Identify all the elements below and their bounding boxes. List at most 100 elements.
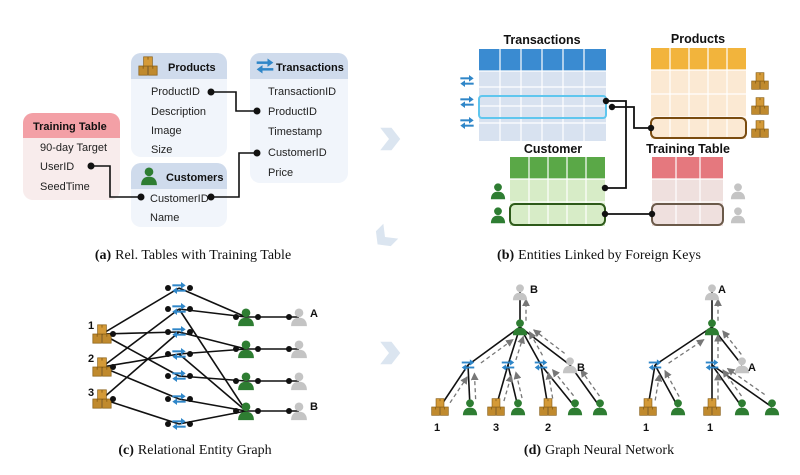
grid-customer: Customer bbox=[490, 142, 606, 226]
message-arrow bbox=[528, 331, 544, 356]
graph-edge-dot bbox=[255, 314, 261, 320]
user-icon bbox=[490, 207, 506, 224]
tree-leaf-label: A bbox=[748, 362, 756, 374]
graph-edge bbox=[101, 398, 180, 425]
tree-root-label: B bbox=[530, 284, 538, 296]
chevron-down-left-icon bbox=[370, 223, 399, 252]
graph-edge-dot bbox=[233, 378, 239, 384]
box-stack-icon bbox=[92, 324, 112, 344]
graph-edge-dot bbox=[165, 329, 171, 335]
exchange-arrows-icon bbox=[459, 73, 475, 89]
schema-field: Price bbox=[268, 167, 293, 179]
graph-edge-dot bbox=[187, 351, 193, 357]
schema-field: Size bbox=[151, 144, 172, 156]
box-stack-icon bbox=[751, 120, 769, 138]
graph-edge-dot bbox=[187, 421, 193, 427]
schema-transactions-title: Transactions bbox=[276, 62, 344, 74]
graph-edge-dot bbox=[187, 306, 193, 312]
user-icon bbox=[462, 399, 478, 416]
schema-field: CustomerID bbox=[268, 147, 327, 159]
panel-a: Products ProductID Description Image Siz… bbox=[23, 53, 348, 227]
graph-edge-dot bbox=[165, 285, 171, 291]
message-arrow bbox=[722, 369, 743, 397]
exchange-arrows-icon bbox=[459, 94, 475, 110]
graph-edge-dot bbox=[286, 314, 292, 320]
message-arrow bbox=[545, 371, 554, 399]
grid-products: Products bbox=[650, 32, 769, 139]
message-arrow bbox=[551, 369, 575, 397]
graph-edge-dot bbox=[110, 331, 116, 337]
schema-field: TransactionID bbox=[268, 86, 336, 98]
message-arrow bbox=[654, 373, 663, 401]
graph-edge-dot bbox=[233, 314, 239, 320]
graph-nodes bbox=[92, 281, 307, 431]
message-arrow bbox=[470, 372, 479, 400]
graph-edge bbox=[467, 326, 521, 366]
graph-edge-dot bbox=[165, 373, 171, 379]
user-icon bbox=[764, 399, 780, 416]
exchange-arrows-icon bbox=[459, 115, 475, 131]
box-stack-icon bbox=[487, 398, 505, 416]
graph-edge bbox=[519, 326, 571, 366]
graph-edge-dot bbox=[165, 306, 171, 312]
schema-field: Image bbox=[151, 125, 182, 137]
tree-leaf-label: 1 bbox=[643, 422, 649, 434]
graph-edge-dot bbox=[286, 408, 292, 414]
message-arrow bbox=[722, 330, 742, 355]
schema-field: Timestamp bbox=[268, 126, 322, 138]
tree-leaf-label: 2 bbox=[545, 422, 551, 434]
graph-edge-dot bbox=[187, 329, 193, 335]
graph-edge-dot bbox=[233, 408, 239, 414]
caption-c: (c)Relational Entity Graph bbox=[118, 443, 271, 458]
graph-edge bbox=[101, 366, 180, 400]
graph-edge-dot bbox=[110, 364, 116, 370]
entity-link-dots bbox=[601, 97, 656, 218]
user-icon bbox=[730, 183, 746, 200]
grid-products-title: Products bbox=[671, 32, 725, 46]
schema-transactions-table: Transactions TransactionID ProductID Tim… bbox=[250, 53, 348, 183]
box-stack-icon bbox=[751, 72, 769, 90]
user-icon bbox=[490, 183, 506, 200]
graph-edge bbox=[101, 333, 180, 377]
chevron-right-icon bbox=[380, 341, 401, 365]
grid-transactions: Transactions bbox=[459, 33, 607, 141]
grid-customer-title: Customer bbox=[524, 142, 582, 156]
user-icon bbox=[670, 399, 686, 416]
graph-edge bbox=[101, 331, 180, 400]
target-label: B bbox=[310, 401, 318, 413]
entity-links bbox=[605, 100, 652, 215]
graph-edge-dot bbox=[187, 285, 193, 291]
grid-training: Training Table bbox=[646, 142, 746, 226]
product-label: 1 bbox=[88, 320, 94, 332]
graph-edge-dot bbox=[110, 396, 116, 402]
user-icon bbox=[592, 399, 608, 416]
product-label: 2 bbox=[88, 353, 94, 365]
panel-c: 1 2 3 A B bbox=[88, 281, 318, 431]
box-stack-icon bbox=[539, 398, 557, 416]
message-arrow bbox=[513, 371, 523, 399]
graph-edge-dot bbox=[233, 346, 239, 352]
graph-edge-dot bbox=[286, 378, 292, 384]
graph-edge-dot bbox=[187, 373, 193, 379]
graph-edge bbox=[178, 353, 247, 412]
message-arrow bbox=[503, 374, 514, 402]
caption-a: (a)Rel. Tables with Training Table bbox=[95, 248, 291, 263]
schema-field: 90-day Target bbox=[40, 142, 107, 154]
grid-training-title: Training Table bbox=[646, 142, 730, 156]
schema-field: CustomerID bbox=[150, 193, 209, 205]
tree-leaf-label: 1 bbox=[434, 422, 440, 434]
message-arrow bbox=[515, 335, 525, 361]
tree-leaf-label: 3 bbox=[493, 422, 499, 434]
box-stack-icon bbox=[751, 97, 769, 115]
message-arrow bbox=[726, 367, 766, 396]
schema-field: ProductID bbox=[268, 106, 317, 118]
graph-edge-dot bbox=[255, 408, 261, 414]
message-arrow bbox=[449, 376, 468, 404]
graph-edge bbox=[654, 364, 679, 408]
graph-edge-dot bbox=[165, 351, 171, 357]
schema-field: UserID bbox=[40, 161, 74, 173]
user-icon bbox=[510, 399, 526, 416]
foreign-key-dots bbox=[87, 88, 261, 201]
schema-field: Description bbox=[151, 106, 206, 118]
